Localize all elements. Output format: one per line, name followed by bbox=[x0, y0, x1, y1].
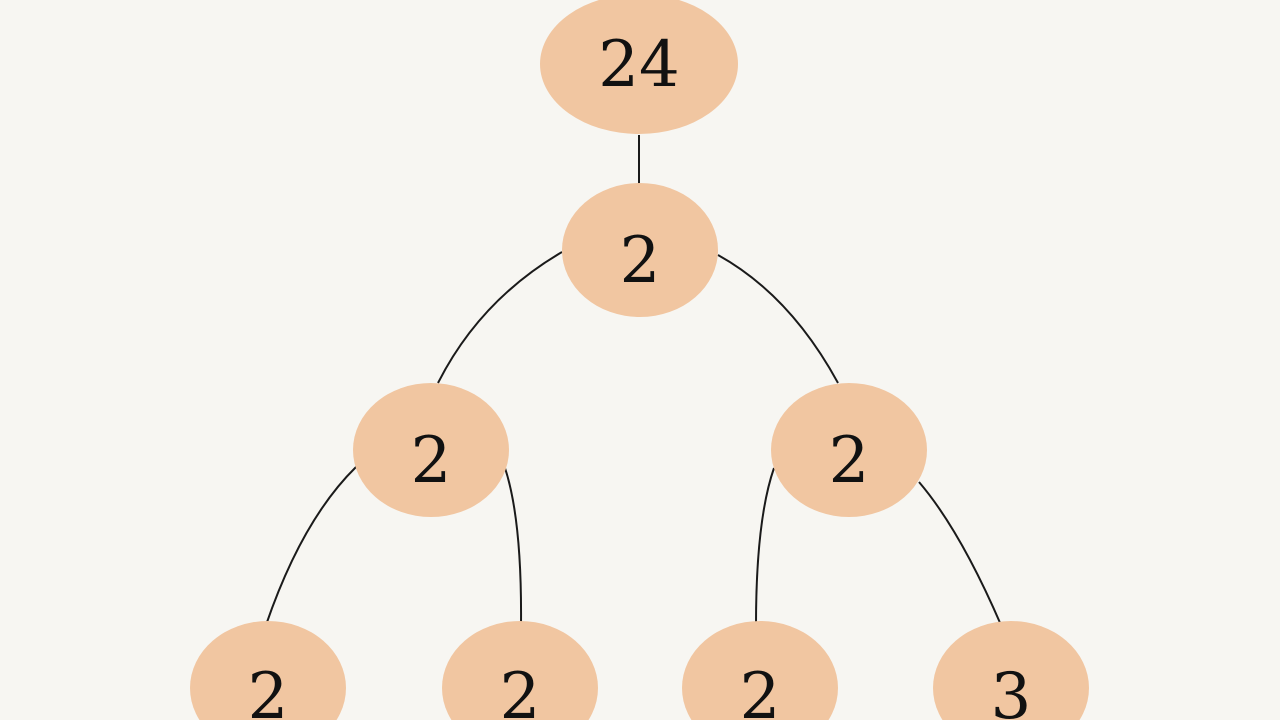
node-ellipse bbox=[190, 621, 346, 720]
tree-node-level2-right: 2 bbox=[771, 383, 927, 517]
node-label: 2 bbox=[829, 424, 870, 498]
node-label: 2 bbox=[248, 660, 289, 720]
node-ellipse bbox=[562, 183, 718, 317]
tree-node-level3-4: 3 bbox=[933, 621, 1089, 720]
edge-left-to-leaf2 bbox=[504, 467, 523, 626]
edge-left-to-leaf1 bbox=[265, 466, 357, 626]
node-ellipse bbox=[771, 383, 927, 517]
node-ellipse bbox=[353, 383, 509, 517]
tree-edges bbox=[265, 135, 1002, 626]
edge-right-to-leaf3 bbox=[755, 467, 775, 626]
node-label: 2 bbox=[500, 660, 541, 720]
edge-level1-to-left bbox=[437, 251, 563, 384]
tree-node-level3-1: 2 bbox=[190, 621, 346, 720]
node-ellipse bbox=[682, 621, 838, 720]
edge-level1-to-right bbox=[717, 254, 839, 384]
tree-node-level2-left: 2 bbox=[353, 383, 509, 517]
edge-right-to-leaf4 bbox=[918, 481, 1002, 626]
node-label: 2 bbox=[740, 660, 781, 720]
tree-node-level3-3: 2 bbox=[682, 621, 838, 720]
tree-node-root: 24 bbox=[540, 0, 738, 134]
tree-node-level3-2: 2 bbox=[442, 621, 598, 720]
node-label: 24 bbox=[598, 28, 679, 102]
tree-node-level1: 2 bbox=[562, 183, 718, 317]
node-label: 2 bbox=[620, 224, 661, 298]
node-label: 3 bbox=[991, 660, 1032, 720]
node-ellipse bbox=[933, 621, 1089, 720]
node-label: 2 bbox=[411, 424, 452, 498]
node-ellipse bbox=[540, 0, 738, 134]
node-ellipse bbox=[442, 621, 598, 720]
